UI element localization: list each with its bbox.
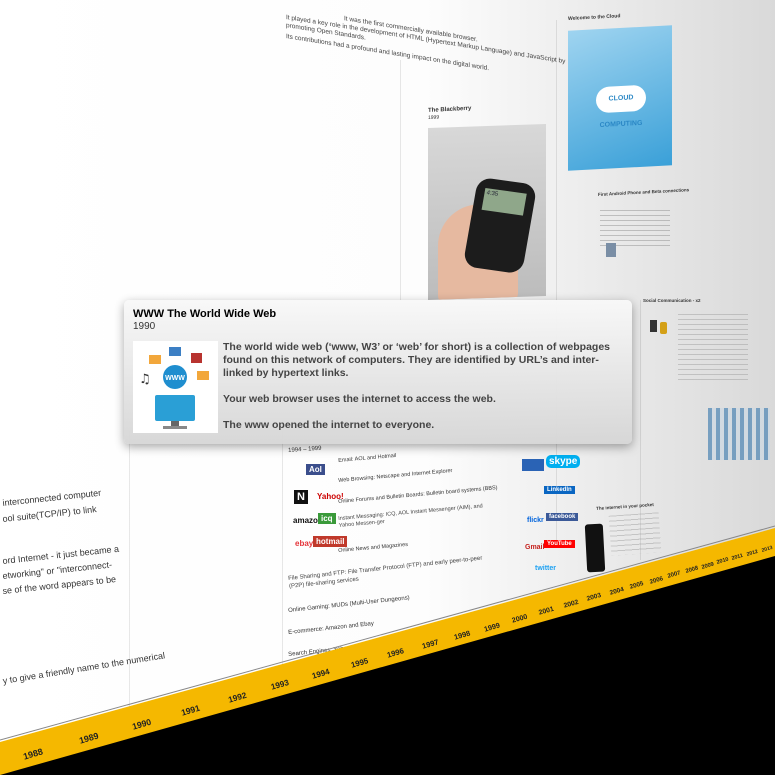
folder-icon [149, 355, 161, 364]
msn-logo [522, 459, 544, 471]
amazon-icon: amazon [293, 516, 323, 525]
column-divider [282, 430, 283, 680]
social-text-placeholder [678, 314, 748, 384]
flickr-logo: flickr [527, 517, 544, 524]
phone-icon [660, 322, 667, 334]
skype-logo: skype [546, 455, 581, 468]
icq-icon: icq [318, 513, 336, 524]
hotmail-icon: hotmail [313, 536, 348, 547]
aol-icon: Aol [306, 464, 325, 475]
linkedin-logo: LinkedIn [544, 486, 575, 494]
ebay-icon: ebay [295, 539, 314, 548]
column-divider [400, 60, 401, 300]
app-icon [606, 243, 616, 257]
social-title: Social Communication - x2 [643, 298, 701, 303]
column-divider [640, 300, 641, 560]
facebook-logo: facebook [546, 513, 579, 521]
globe-icon [163, 365, 187, 389]
netscape-icon: N [294, 490, 308, 504]
card-title: WWW The World Wide Web [133, 308, 277, 320]
card-body: The world wide web (‘www, W3’ or ‘web’ f… [223, 341, 623, 445]
twitter-logo: twitter [535, 565, 556, 572]
card-paragraph: Your web browser uses the internet to ac… [223, 393, 496, 405]
infographic-image [708, 408, 770, 460]
www-illustration: WWW ♫ [133, 341, 218, 433]
card-paragraph: The www opened the internet to everyone. [223, 419, 435, 431]
timeline-band [0, 528, 775, 775]
yahoo-icon: Yahoo! [317, 492, 344, 501]
column-divider [556, 20, 557, 540]
card-year: 1990 [133, 321, 156, 332]
monitor-icon [155, 395, 195, 421]
youtube-logo: YouTube [544, 540, 575, 548]
music-icon: ♫ [139, 372, 151, 387]
gmail-logo: Gmail [525, 544, 545, 551]
column-divider [129, 430, 130, 720]
svg-text:WWW: WWW [165, 375, 185, 382]
www-info-card[interactable]: WWW The World Wide Web 1990 WWW ♫ The wo… [124, 300, 632, 444]
video-icon [191, 353, 202, 363]
screen-icon [169, 347, 181, 356]
card-paragraph: The world wide web (‘www, W3’ or ‘web’ f… [223, 341, 610, 379]
mail-icon [197, 371, 209, 380]
phone-icon [650, 320, 657, 332]
